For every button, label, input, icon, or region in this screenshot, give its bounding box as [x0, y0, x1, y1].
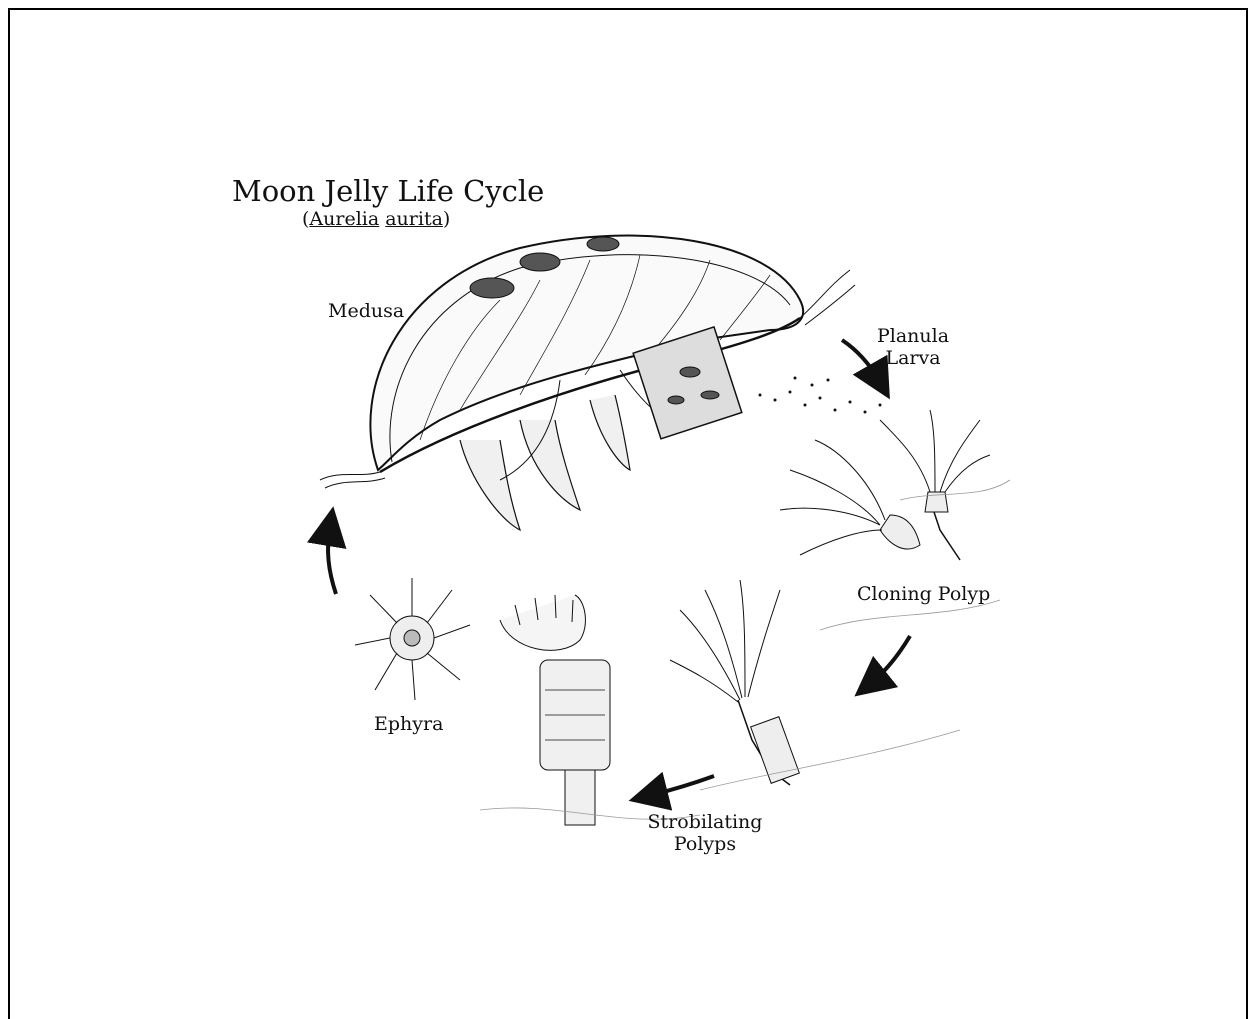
ephyra-illustration: [355, 578, 470, 700]
label-ephyra: Ephyra: [374, 713, 443, 735]
planula-larvae: [759, 377, 882, 414]
strobila-illustration: [500, 595, 610, 825]
strobilating-polyp-illustration: [670, 580, 799, 785]
label-planula-larva: Planula Larva: [868, 325, 958, 369]
diagram-subtitle: (Aurelia aurita): [302, 208, 450, 230]
genus-name: Aurelia: [309, 208, 379, 230]
arrow-strobilating-to-strobila-icon: [648, 776, 714, 796]
label-strobilating-polyps: Strobilating Polyps: [640, 811, 770, 855]
species-name: aurita: [385, 208, 443, 230]
medusa-illustration: [320, 236, 855, 530]
label-medusa: Medusa: [328, 300, 404, 322]
cloning-polyp-illustration: [780, 410, 990, 560]
arrow-polyp-to-strobilating-icon: [870, 636, 910, 684]
diagram-title: Moon Jelly Life Cycle: [232, 174, 544, 208]
label-cloning-polyp: Cloning Polyp: [857, 583, 990, 605]
arrow-ephyra-to-medusa-icon: [328, 526, 336, 594]
